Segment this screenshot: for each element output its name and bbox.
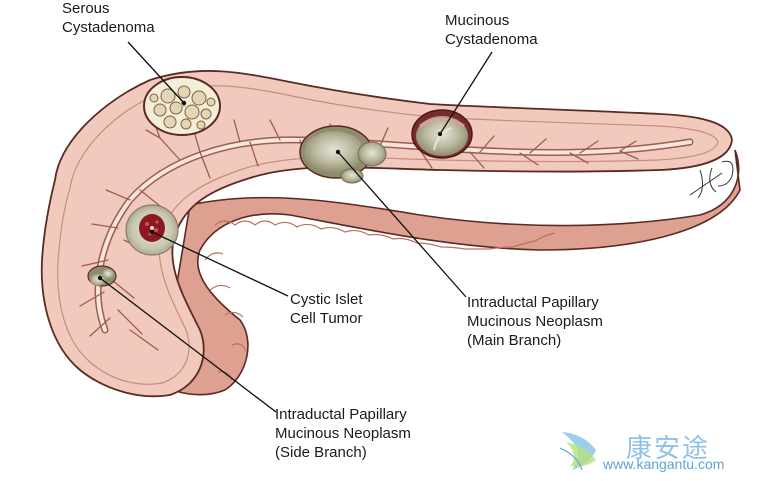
watermark-url: www.kangantu.com bbox=[603, 456, 725, 472]
watermark-chinese-text: 康安途 bbox=[626, 434, 711, 464]
label-line: Cystadenoma bbox=[445, 31, 538, 48]
pancreas-back-surface bbox=[159, 149, 741, 396]
watermark-logo-icon bbox=[559, 432, 596, 471]
serous-cystadenoma-lesion bbox=[143, 76, 221, 136]
label-line: Intraductal Papillary bbox=[467, 294, 599, 311]
label-line: Mucinous bbox=[445, 12, 510, 29]
label-line: Mucinous Neoplasm bbox=[467, 313, 603, 330]
label-line: Mucinous Neoplasm bbox=[275, 425, 411, 442]
pancreas-rim bbox=[57, 85, 719, 385]
label-line: Cell Tumor bbox=[290, 310, 363, 327]
label-line: Cystadenoma bbox=[62, 19, 155, 36]
pancreas-lobule-texture bbox=[204, 220, 556, 381]
leader-lines bbox=[99, 41, 493, 413]
label-line: (Main Branch) bbox=[467, 332, 562, 349]
side-branch-ipmn-lesion bbox=[87, 265, 117, 287]
label-serous-cystadenoma: Serous Cystadenoma bbox=[62, 0, 155, 37]
label-line: (Side Branch) bbox=[275, 444, 367, 461]
label-line: Cystic Islet bbox=[290, 291, 363, 308]
artist-signature bbox=[689, 160, 734, 199]
label-mucinous-cystadenoma: Mucinous Cystadenoma bbox=[445, 11, 538, 49]
label-ipmn-side-branch: Intraductal Papillary Mucinous Neoplasm … bbox=[275, 405, 411, 462]
label-ipmn-main-branch: Intraductal Papillary Mucinous Neoplasm … bbox=[467, 293, 603, 350]
label-line: Serous bbox=[62, 0, 110, 17]
label-cystic-islet-cell-tumor: Cystic Islet Cell Tumor bbox=[290, 290, 363, 328]
label-line: Intraductal Papillary bbox=[275, 406, 407, 423]
